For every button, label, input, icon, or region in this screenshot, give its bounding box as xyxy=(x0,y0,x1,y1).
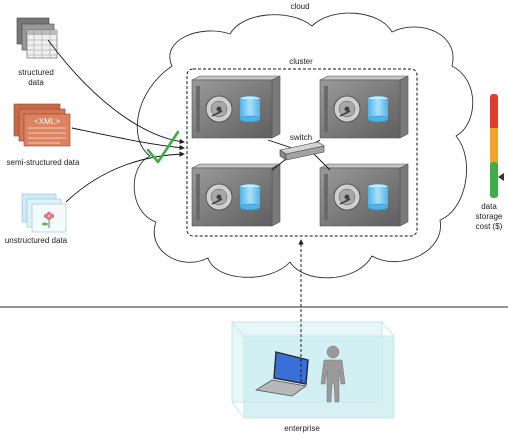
server-icon-top-left xyxy=(191,75,281,139)
cost-label: data storage cost ($) xyxy=(470,202,508,232)
laptop-icon xyxy=(254,351,309,397)
xml-document-icon xyxy=(13,103,71,147)
server-icon-bottom-left xyxy=(191,163,281,227)
unstructured-data-label: unstructured data xyxy=(4,236,68,245)
photo-icon xyxy=(21,193,67,233)
spreadsheet-icon xyxy=(16,17,58,59)
structured-data-label-line1: structured xyxy=(18,68,54,77)
network-switch-icon xyxy=(279,141,325,161)
structured-data-label: structured data xyxy=(6,68,66,88)
cost-gauge xyxy=(490,94,504,198)
cost-indicator-icon xyxy=(498,173,504,181)
enterprise-label: enterprise xyxy=(284,424,320,433)
xml-tag-label: <XML> xyxy=(34,117,60,126)
cost-label-line2: storage xyxy=(475,212,503,221)
cost-label-line3: cost ($) xyxy=(475,222,503,231)
cluster-label: cluster xyxy=(289,57,313,66)
checkmark-icon xyxy=(146,130,180,164)
cluster-boundary xyxy=(186,68,418,237)
semi-structured-data-label: semi-structured data xyxy=(6,158,80,167)
cost-label-line1: data xyxy=(481,202,497,211)
cloud-label: cloud xyxy=(290,2,310,11)
enterprise-box xyxy=(231,321,395,419)
server-icon-bottom-right xyxy=(319,163,409,227)
switch-label: switch xyxy=(289,133,313,142)
person-icon xyxy=(320,345,346,403)
server-icon-top-right xyxy=(319,75,409,139)
data-flow-arrows xyxy=(47,39,185,203)
structured-data-label-line2: data xyxy=(28,78,44,87)
